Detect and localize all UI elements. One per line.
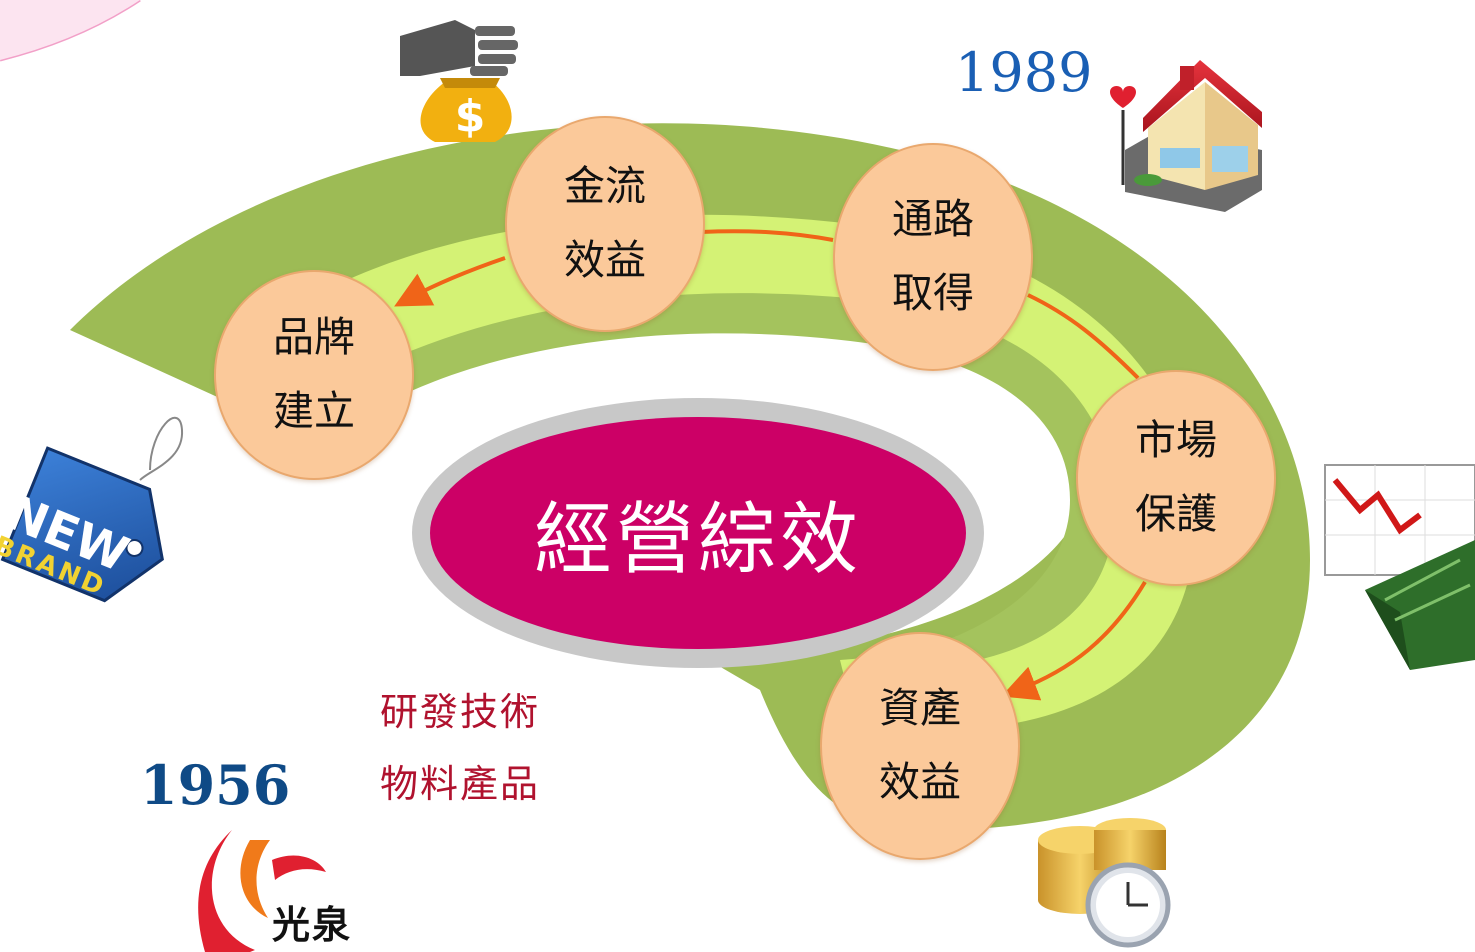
house-store-icon [1110,60,1262,212]
inner-track [300,293,1116,665]
node-market: 市場 保護 [1076,370,1276,586]
year-top: 1989 [955,41,1093,104]
node-cash-line1: 金流 [564,162,646,211]
node-cash: 金流 效益 [505,116,705,332]
arrow-channel-to-cash [700,229,834,242]
money-bag-symbol: $ [455,91,486,142]
arrow-asset-from-market [1001,580,1147,701]
coins-clock-icon [1038,818,1171,948]
node-brand-line2: 建立 [273,387,355,435]
chart-basket-icon [1324,464,1475,670]
node-channel-line2: 取得 [892,269,974,317]
brand-logo-icon [198,830,326,952]
year-bottom: 1956 [140,753,291,817]
new-brand-tag-icon: NEW [0,416,184,603]
node-market-line2: 保護 [1135,490,1217,538]
arrow-market-to-channel [1027,293,1140,380]
arrow-cash-to-brand [394,256,506,307]
corner-fill [0,0,140,60]
node-brand: 品牌 建立 [214,270,414,480]
node-cash-line2: 效益 [564,236,646,284]
node-asset-line1: 資產 [879,684,961,733]
foundation-text: 研發技術 物料產品 [380,676,540,820]
node-asset-line2: 效益 [879,758,961,806]
foundation-line2: 物料產品 [380,762,541,807]
node-channel-line1: 通路 [892,195,974,244]
money-bag-hand-icon: $ [400,20,518,142]
foundation-line1: 研發技術 [380,690,541,734]
node-brand-line1: 品牌 [273,313,355,362]
node-asset: 資產 效益 [820,632,1020,860]
logo-text: 光泉 [272,903,353,947]
core-ellipse [430,417,966,649]
node-channel: 通路 取得 [833,143,1033,371]
node-market-line1: 市場 [1135,416,1217,465]
